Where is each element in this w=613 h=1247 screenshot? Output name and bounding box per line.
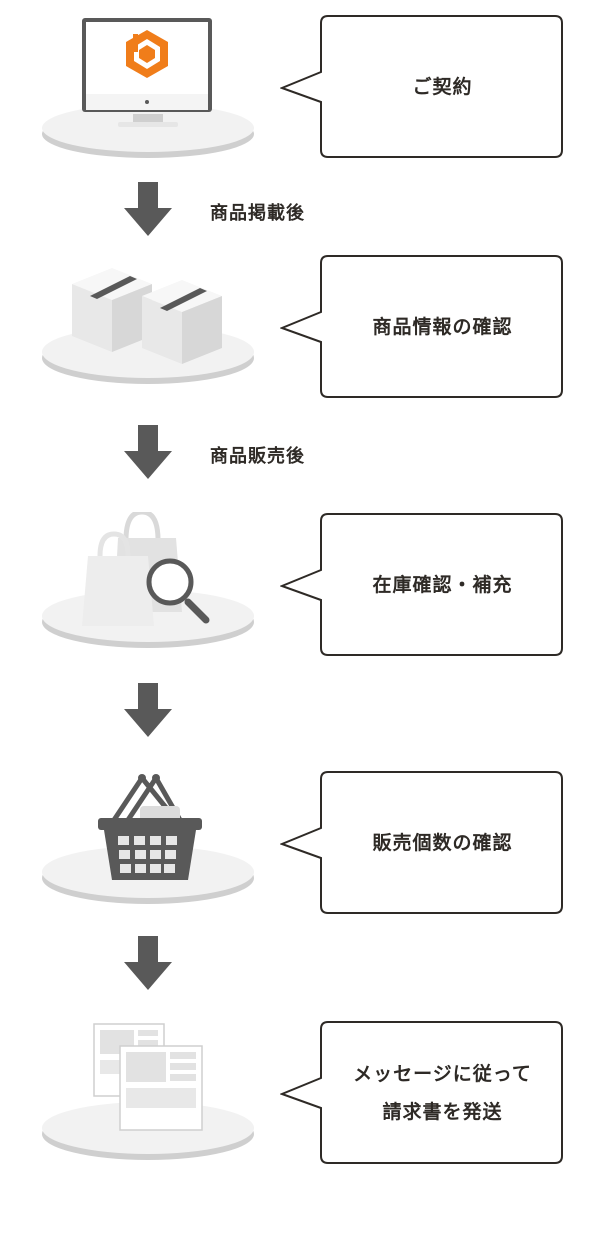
boxes-icon [30, 254, 270, 424]
step-label: ご契約 [412, 75, 473, 98]
step-label: 在庫確認・補充 [372, 573, 513, 596]
step-sales-check: 販売個数の確認 [0, 770, 613, 940]
step-label: 販売個数の確認 [372, 831, 513, 854]
down-arrow-icon [124, 683, 172, 737]
step-bubble: 商品情報の確認 [280, 254, 565, 399]
connector-label: 商品掲載後 [210, 203, 305, 224]
step-contract: ご契約 [0, 14, 613, 184]
step-bubble: 在庫確認・補充 [280, 512, 565, 657]
connector-label: 商品販売後 [210, 446, 305, 467]
step-bubble: メッセージに従って 請求書を発送 [280, 1020, 565, 1165]
monitor-logo-icon [30, 14, 270, 184]
down-arrow-icon [124, 425, 172, 479]
step-bubble: 販売個数の確認 [280, 770, 565, 915]
step-product-check: 商品情報の確認 [0, 254, 613, 424]
down-arrow-icon [124, 182, 172, 236]
shopping-basket-icon [30, 770, 270, 940]
step-bubble: ご契約 [280, 14, 565, 159]
step-invoice: メッセージに従って 請求書を発送 [0, 1020, 613, 1190]
step-label: 商品情報の確認 [372, 315, 513, 338]
down-arrow-icon [124, 936, 172, 990]
step-stock-check: 在庫確認・補充 [0, 509, 613, 682]
step-label: メッセージに従って 請求書を発送 [353, 1062, 532, 1123]
shopping-bag-search-icon [30, 509, 270, 682]
documents-icon [30, 1020, 270, 1190]
